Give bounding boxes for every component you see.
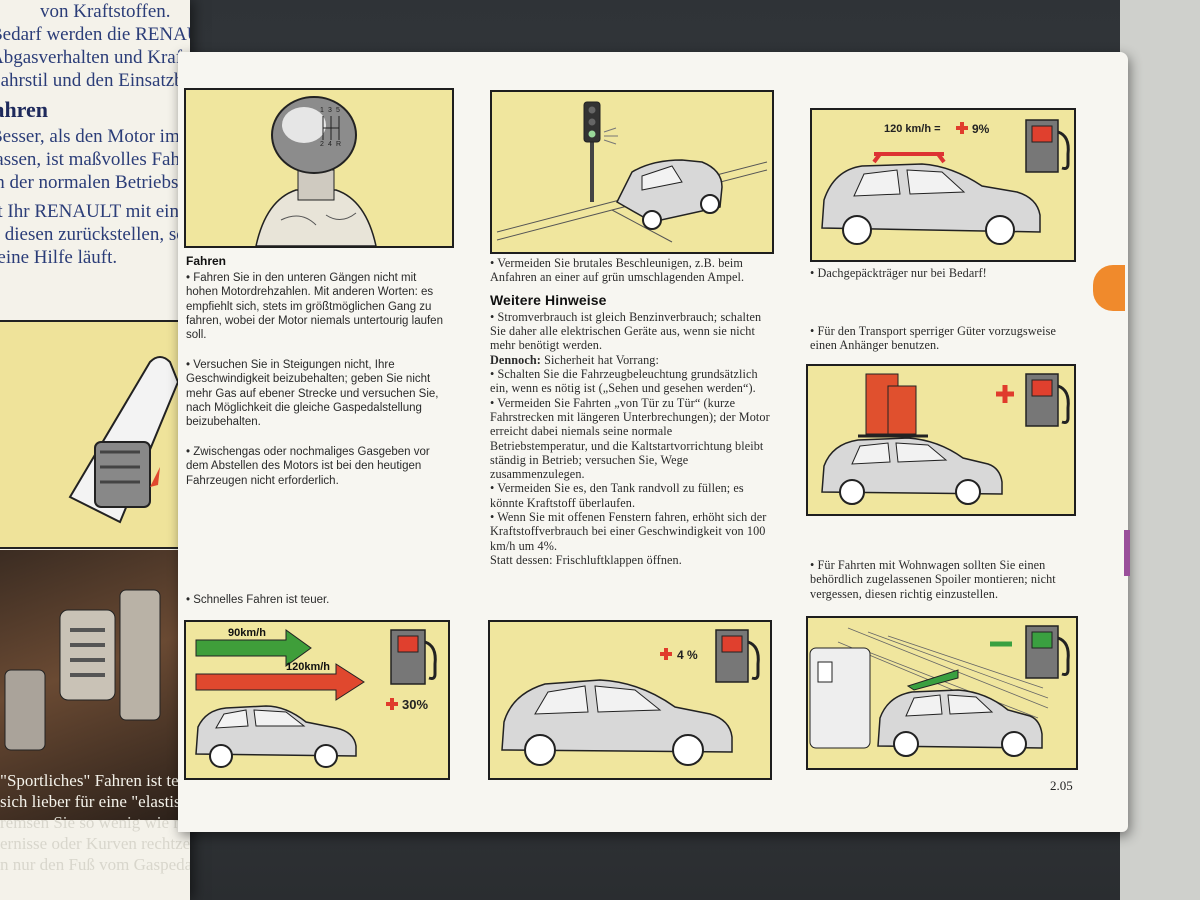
gear-label: 1 — [320, 107, 324, 114]
pct-4: 4 % — [677, 648, 698, 662]
left-bottom-text: "Sportliches" Fahren ist teuer sich lieb… — [0, 770, 190, 875]
col2-paragraph: • Stromverbrauch ist gleich Benzinverbra… — [490, 309, 762, 353]
spoiler-panel — [806, 616, 1078, 770]
traffic-pole — [590, 112, 594, 202]
col2-heading: Weitere Hinweise — [490, 291, 607, 308]
left-page: von Kraftstoffen. Bedarf werden die RENA… — [0, 0, 190, 900]
col3-paragraph: • Für den Transport sperriger Güter vorz… — [810, 324, 1057, 353]
left-line: Bedarf werden die RENAULT — [0, 24, 190, 45]
col2-paragraph: • Vermeiden Sie es, den Tank randvoll zu… — [490, 481, 744, 510]
col3-text-2: • Für den Transport sperriger Güter vorz… — [810, 324, 1078, 353]
gear-label: 3 — [328, 107, 332, 114]
left-line: t, diesen zurückstellen, sobald — [0, 224, 190, 245]
col1-paragraph: • Fahren Sie in den unteren Gängen nicht… — [186, 272, 443, 342]
col1-paragraph: • Zwischengas oder nochmaliges Gasgeben … — [186, 446, 430, 487]
col1-paragraph: • Schnelles Fahren ist teuer. — [186, 594, 330, 606]
col2-paragraph: • Vermeiden Sie brutales Beschleunigen, … — [490, 256, 745, 285]
arrow-120-icon — [195, 663, 365, 701]
col3-paragraph: • Für Fahrten mit Wohnwagen sollten Sie … — [810, 558, 1056, 601]
speed-label-90: 90km/h — [228, 627, 266, 639]
left-line: Besser, als den Motor im Stand — [0, 126, 190, 147]
pct-9: 9% — [972, 122, 990, 136]
col2-paragraph: • Wenn Sie mit offenen Fenstern fahren, … — [490, 510, 767, 553]
gear-label: 2 — [320, 141, 324, 148]
fuel-pump-icon — [1025, 373, 1059, 427]
left-line: in der normalen Betriebste — [0, 172, 190, 193]
left-line: lassen, ist maßvolles Fahren — [0, 149, 190, 170]
traffic-light-illustration — [496, 101, 768, 243]
section-tab-orange — [1093, 265, 1125, 311]
col2-paragraph: Statt dessen: Frischluftklappen öffnen. — [490, 552, 682, 567]
roof-rack-illustration: 120 km/h = 9% — [821, 119, 1070, 245]
col3-text-1: • Dachgepäckträger nur bei Bedarf! — [810, 266, 1078, 280]
left-line: Fahrstil und den Einsatzbed — [0, 70, 190, 91]
fuel-pump-icon — [1025, 119, 1059, 173]
left-line: Abgasverhalten und Kraftst — [0, 47, 190, 68]
gear-label: 4 — [328, 141, 332, 148]
speed-panel: 90km/h 120km/h 30% — [184, 620, 450, 780]
col1-caption: • Schnelles Fahren ist teuer. — [186, 593, 448, 607]
left-pedal-photo — [0, 550, 180, 820]
gear-knob-icon: 1 3 5 2 4 R — [255, 96, 377, 247]
col3-paragraph: • Dachgepäckträger nur bei Bedarf! — [810, 266, 987, 280]
col1-heading: Fahren — [186, 254, 227, 268]
car-icon — [821, 437, 1003, 505]
car-icon — [501, 679, 733, 766]
roof-rack-icon — [872, 152, 946, 164]
car-icon — [616, 159, 723, 230]
speed-label-120: 120km/h — [286, 661, 330, 673]
gear-knob-panel: 1 3 5 2 4 R — [184, 88, 454, 248]
page-number: 2.05 — [1050, 778, 1073, 793]
section-tab-purple — [1124, 530, 1130, 576]
speed-illustration: 90km/h 120km/h 30% — [195, 627, 437, 768]
left-line: seine Hilfe läuft. — [0, 247, 118, 268]
roof-rack-panel: 120 km/h = 9% — [810, 108, 1076, 262]
car-icon — [195, 705, 357, 768]
car-icon — [821, 163, 1041, 245]
left-bottom-line: sich lieber für eine "elastisch — [0, 792, 190, 811]
speed-label-120kmh: 120 km/h = — [884, 123, 941, 135]
dennoch-text: Sicherheit hat Vorrang: — [540, 352, 659, 367]
left-bottom-line: ernisse oder Kurven rechtzeitig — [0, 834, 190, 853]
left-bottom-line: n nur den Fuß vom Gaspedal — [0, 855, 190, 874]
plus-icon — [386, 698, 398, 710]
col1-paragraph: • Versuchen Sie in Steigungen nicht, Ihr… — [186, 359, 439, 429]
plus-icon — [956, 122, 968, 134]
left-line: von Kraftstoffen. — [40, 1, 171, 22]
window-panel: 4 % — [488, 620, 772, 780]
spoiler-icon — [906, 669, 959, 691]
left-heading: Fahren — [0, 97, 49, 122]
traffic-light-panel — [490, 90, 774, 254]
left-illustration-panel — [0, 320, 180, 549]
plus-icon — [660, 648, 672, 660]
window-illustration: 4 % — [501, 629, 760, 766]
dennoch-label: Dennoch: — [490, 352, 541, 367]
table-surface — [1120, 0, 1200, 900]
col2-text: • Vermeiden Sie brutales Beschleunigen, … — [490, 256, 772, 567]
pedal-illustration — [68, 356, 180, 524]
arrow-90-icon — [195, 629, 312, 667]
col3-text-3: • Für Fahrten mit Wohnwagen sollten Sie … — [810, 558, 1080, 601]
pedals-icon — [4, 589, 161, 751]
col2-paragraph: • Vermeiden Sie Fahrten „von Tür zu Tür“… — [490, 395, 770, 482]
left-bottom-line: "Sportliches" Fahren ist teuer — [0, 771, 190, 790]
left-line: st Ihr RENAULT mit einem C — [0, 201, 190, 222]
spoiler-illustration — [809, 625, 1070, 757]
col2-dennoch: Dennoch: Sicherheit hat Vorrang: — [490, 353, 772, 367]
pct-30: 30% — [402, 697, 428, 712]
left-bottom-line: remsen Sie so wenig wie mögl — [0, 813, 190, 832]
cargo-illustration — [821, 373, 1070, 505]
left-page-text: von Kraftstoffen. Bedarf werden die RENA… — [0, 0, 190, 269]
trailer-panel — [806, 364, 1076, 516]
gear-label: R — [336, 141, 341, 148]
plus-icon — [996, 385, 1014, 403]
gear-label: 5 — [336, 107, 340, 114]
col2-paragraph: • Schalten Sie die Fahrzeugbeleuchtung g… — [490, 367, 758, 396]
col1-text: Fahren • Fahren Sie in den unteren Gänge… — [186, 254, 448, 488]
car-icon — [877, 689, 1043, 757]
